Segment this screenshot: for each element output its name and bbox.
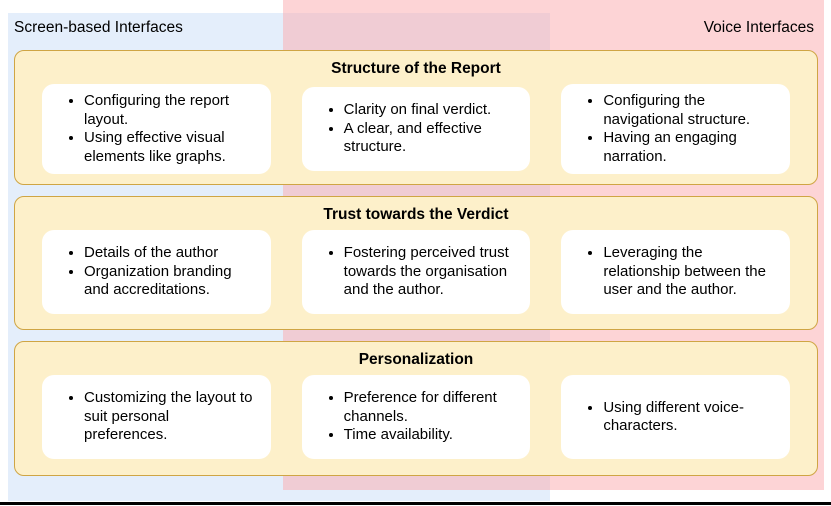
card-row: Configuring the report layout. Using eff… (15, 78, 817, 174)
card-screen: Customizing the layout to suit personal … (42, 375, 271, 459)
bottom-border-line (0, 502, 831, 505)
bullet-list: Configuring the report layout. Using eff… (56, 92, 255, 166)
column-label-voice: Voice Interfaces (703, 19, 814, 36)
bullet-item: Organization branding and accreditations… (84, 263, 255, 300)
bullet-item: Configuring the navigational structure. (603, 92, 774, 129)
bullet-list: Customizing the layout to suit personal … (56, 389, 255, 445)
bullet-item: Preference for different channels. (344, 389, 515, 426)
column-label-screen-based: Screen-based Interfaces (14, 19, 183, 36)
bullet-item: Configuring the report layout. (84, 92, 255, 129)
card-row: Customizing the layout to suit personal … (15, 369, 817, 459)
bullet-item: Having an engaging narration. (603, 129, 774, 166)
bullet-list: Fostering perceived trust towards the or… (316, 244, 515, 300)
bullet-item: Fostering perceived trust towards the or… (344, 244, 515, 300)
card-shared: Fostering perceived trust towards the or… (301, 230, 531, 314)
bullet-list: Leveraging the relationship between the … (575, 244, 774, 300)
card-voice: Using different voice-characters. (561, 375, 791, 459)
card-row: Details of the author Organization brand… (15, 224, 817, 314)
bullet-list: Clarity on final verdict. A clear, and e… (316, 101, 515, 157)
panel-title: Trust towards the Verdict (323, 206, 509, 223)
bullet-list: Using different voice-characters. (575, 399, 774, 436)
card-shared: Clarity on final verdict. A clear, and e… (301, 87, 531, 171)
bullet-list: Details of the author Organization brand… (56, 244, 255, 300)
bullet-item: Using effective visual elements like gra… (84, 129, 255, 166)
bullet-item: A clear, and effective structure. (344, 120, 515, 157)
bullet-item: Using different voice-characters. (603, 399, 774, 436)
bullet-item: Clarity on final verdict. (344, 101, 515, 120)
panel-title: Personalization (358, 351, 474, 368)
bullet-item: Leveraging the relationship between the … (603, 244, 774, 300)
card-screen: Configuring the report layout. Using eff… (42, 84, 271, 174)
card-voice: Configuring the navigational structure. … (561, 84, 791, 174)
bullet-item: Customizing the layout to suit personal … (84, 389, 255, 445)
bullet-item: Details of the author (84, 244, 255, 263)
card-screen: Details of the author Organization brand… (42, 230, 271, 314)
card-voice: Leveraging the relationship between the … (561, 230, 791, 314)
theme-panel-trust: Trust towards the Verdict Details of the… (14, 196, 818, 330)
panel-title: Structure of the Report (331, 60, 501, 77)
bullet-list: Preference for different channels. Time … (316, 389, 515, 445)
card-shared: Preference for different channels. Time … (301, 375, 531, 459)
theme-panel-structure: Structure of the Report Configuring the … (14, 50, 818, 185)
bullet-item: Time availability. (344, 426, 515, 445)
theme-panel-personalization: Personalization Customizing the layout t… (14, 341, 818, 476)
bullet-list: Configuring the navigational structure. … (575, 92, 774, 166)
